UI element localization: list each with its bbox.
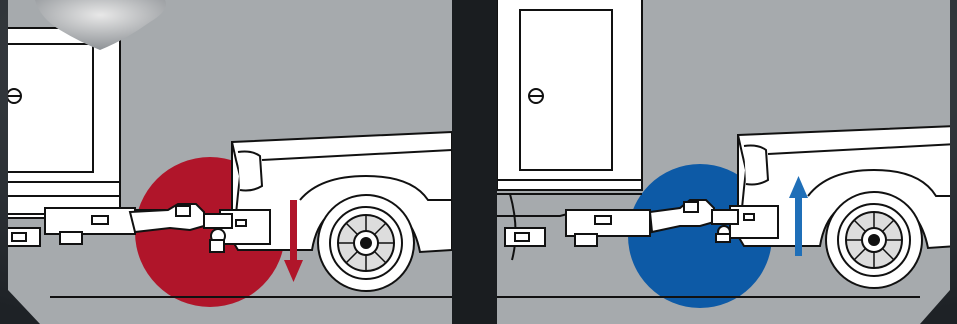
panel-right [497,0,957,324]
panel-left [0,0,452,324]
panel-divider [452,0,497,324]
